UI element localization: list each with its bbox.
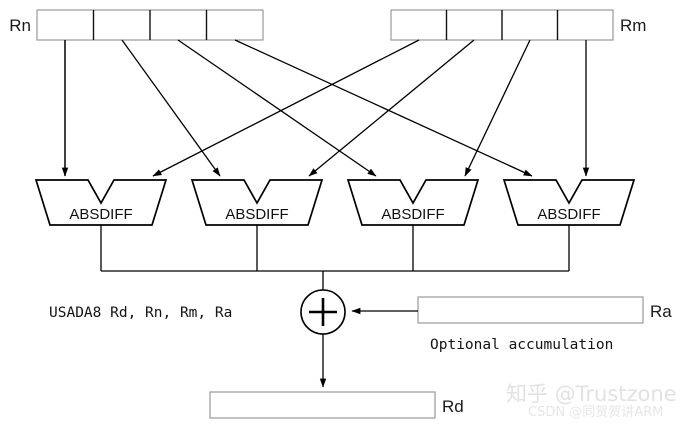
absdiff-unit-1-label: ABSDIFF <box>225 206 288 223</box>
register-rd-label: Rd <box>442 397 464 416</box>
absdiff-unit-0-shape <box>34 179 168 226</box>
wire-rn-lane2 <box>177 39 377 177</box>
watermark-csdn: CSDN @同贺贺讲ARM <box>528 405 663 420</box>
register-rm: Rm <box>390 9 646 41</box>
register-rn: Rn <box>9 9 264 41</box>
optional-accumulation-note: Optional accumulation <box>430 337 613 353</box>
absdiff-unit-3-label: ABSDIFF <box>537 206 600 223</box>
absdiff-unit-3: ABSDIFF <box>502 179 636 226</box>
register-ra-box <box>417 296 644 324</box>
absdiff-unit-1-shape <box>190 179 324 226</box>
wire-rn-lane1 <box>121 39 221 177</box>
watermark-zhihu: 知乎 @Trustzone <box>506 382 677 406</box>
absdiff-unit-1: ABSDIFF <box>190 179 324 226</box>
register-ra-label: Ra <box>650 302 672 321</box>
register-rm-label: Rm <box>620 16 646 35</box>
register-rn-label: Rn <box>9 16 31 35</box>
instruction-label: USADA8 Rd, Rn, Rm, Ra <box>49 305 232 321</box>
wire-rn-lane3 <box>234 39 533 177</box>
absdiff-unit-2: ABSDIFF <box>346 179 480 226</box>
absdiff-unit-3-shape <box>502 179 636 226</box>
wire-rm-lane2 <box>464 39 531 177</box>
register-rd: Rd <box>209 391 464 419</box>
wire-rm-lane1 <box>308 39 475 177</box>
absdiff-unit-0: ABSDIFF <box>34 179 168 226</box>
register-ra: Ra <box>417 296 672 324</box>
wire-rm-lane0 <box>152 39 420 177</box>
absdiff-unit-2-shape <box>346 179 480 226</box>
absdiff-unit-0-label: ABSDIFF <box>69 206 132 223</box>
sum-adder <box>300 289 346 335</box>
register-rd-box <box>209 391 436 419</box>
absdiff-unit-2-label: ABSDIFF <box>381 206 444 223</box>
